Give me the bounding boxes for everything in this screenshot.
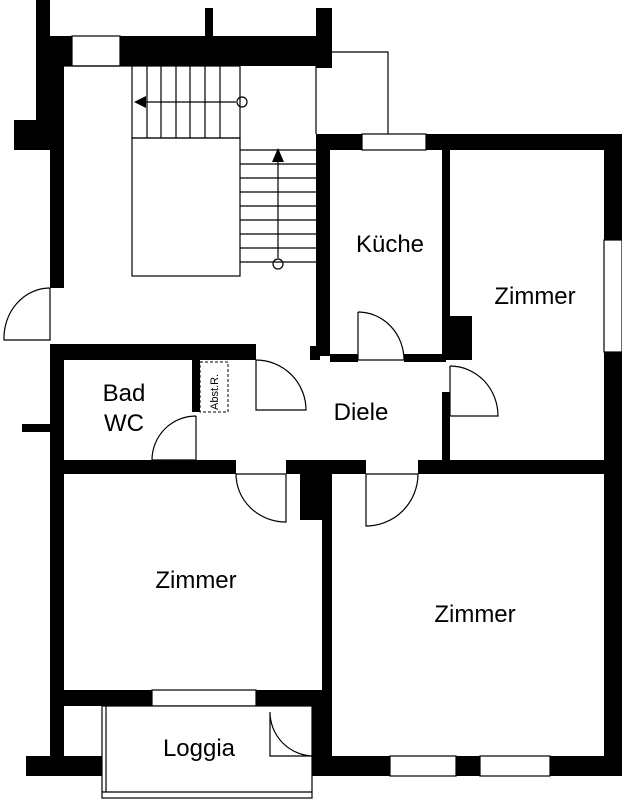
wall-top-stair: [120, 36, 332, 66]
stair-upper-run: [131, 65, 241, 139]
wall-kitchen-right: [442, 150, 450, 360]
wall-bottom-mid: [312, 756, 390, 776]
label-zimmer-sw: Zimmer: [155, 567, 236, 594]
wall-kitchen-left: [316, 134, 330, 356]
wall-mid-center: [286, 460, 366, 474]
wall-top-right: [426, 134, 622, 150]
wall-storage-left: [192, 360, 200, 412]
wall-loggia-top-left: [50, 690, 152, 706]
storage-outline: [199, 361, 229, 413]
window-stair: [71, 35, 121, 67]
door-zimmer-se: [365, 473, 419, 527]
window-zimmer-se-2: [479, 755, 551, 777]
label-hall: Diele: [334, 399, 389, 426]
doors: [3, 287, 499, 757]
wall-bottom-right: [550, 756, 622, 776]
window-zimmer-se-1: [389, 755, 457, 777]
label-storage: Abst.R.: [209, 374, 221, 410]
room-labels: Küche Zimmer Bad WC Abst.R. Diele Zimmer…: [103, 231, 576, 762]
label-zimmer-se: Zimmer: [434, 601, 515, 628]
wall-mid-pier: [300, 474, 322, 520]
stair-landing: [131, 137, 241, 277]
label-bath: Bad: [103, 380, 146, 407]
wall-kitchen-bottom-right: [404, 354, 446, 362]
wall-loggia-top-right: [256, 690, 332, 706]
wall-bath-top: [50, 344, 256, 360]
wall-hall-post: [310, 346, 320, 360]
wall-kitchen-pier: [442, 316, 472, 360]
label-kitchen: Küche: [356, 231, 424, 258]
wall-left-lower: [50, 344, 64, 760]
wall-mid-right: [418, 460, 622, 474]
door-stair-hall: [255, 359, 307, 411]
door-zimmer-ne: [449, 365, 499, 417]
wall-top-post: [205, 8, 213, 38]
wall-bottom-between-windows: [456, 756, 480, 776]
wall-kitchen-bottom-left: [330, 354, 358, 362]
thin-lines: [64, 35, 389, 413]
wall-south-divider: [322, 474, 332, 706]
wall-bottom-left: [26, 756, 102, 776]
window-zimmer-sw: [151, 689, 257, 707]
wall-right-lower: [604, 352, 622, 760]
wall-top-right-post: [316, 8, 332, 68]
wall-left-pier: [14, 120, 50, 150]
door-zimmer-sw: [235, 473, 287, 523]
wall-kitchen-top-left: [316, 134, 362, 150]
label-loggia: Loggia: [163, 735, 236, 762]
wall-hall-right: [442, 392, 450, 464]
walls: [14, 0, 622, 776]
window-zimmer-ne: [603, 239, 622, 353]
door-bath: [151, 415, 197, 461]
loggia-balustrade: [101, 705, 313, 799]
windows: [101, 133, 622, 799]
stair-arrow-left-icon: [134, 96, 248, 108]
wall-loggia-right: [312, 706, 332, 756]
wall-left-stub: [22, 424, 50, 432]
label-wc: WC: [104, 410, 144, 437]
door-loggia: [269, 711, 315, 757]
stair-arrow-up-icon: [272, 148, 284, 270]
wall-left-upper: [36, 0, 50, 120]
wall-left-stair: [50, 36, 64, 288]
door-entrance: [3, 287, 51, 341]
window-kitchen: [361, 133, 427, 151]
wall-right-upper: [604, 134, 622, 240]
wall-mid-left: [50, 460, 236, 474]
door-kitchen: [357, 311, 405, 361]
label-zimmer-ne: Zimmer: [494, 283, 575, 310]
